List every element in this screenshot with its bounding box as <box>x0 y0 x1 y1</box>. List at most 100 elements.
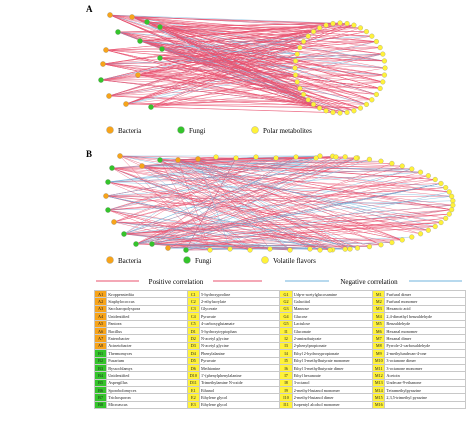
node-name: Ethanol <box>198 386 281 395</box>
panel-b-positive-edge <box>111 167 442 223</box>
panel-a-positive-edge <box>159 26 377 42</box>
node-name: 2,3,5-trimethyl pyrazine <box>384 393 466 402</box>
panel-b-metabolite-node <box>267 246 273 252</box>
panel-b-positive-edge <box>123 175 429 235</box>
panel-b-positive-edge <box>185 244 381 251</box>
panel-b-metabolite-node <box>438 180 444 187</box>
node-code: C5 <box>186 319 200 328</box>
panel-a-microbe-node <box>137 38 143 44</box>
panel-b-microbe-node <box>105 179 111 185</box>
panel-a-metabolite-node <box>301 38 307 45</box>
node-code: A5 <box>93 319 108 328</box>
node-name: Trichosporon <box>106 393 188 402</box>
node-name: N-acetyl glycine <box>198 341 281 351</box>
panel-a-metabolite-node <box>344 21 350 27</box>
panel-b-negative-edge <box>107 155 333 183</box>
panel-a-metabolite-node <box>351 108 357 114</box>
panel-a-metabolite-node <box>293 58 299 64</box>
panel-a-positive-edge <box>137 74 354 112</box>
node-name: Byssochlamys <box>106 363 188 373</box>
panel-a-positive-edge <box>100 79 309 101</box>
panel-a-positive-edge <box>105 49 361 109</box>
node-name: Furfural dimer <box>384 289 466 299</box>
panel-a-metabolite-node <box>294 51 300 57</box>
node-code: D10 <box>186 371 200 380</box>
panel-a-negative-edge <box>161 48 367 105</box>
node-code: A7 <box>93 334 108 343</box>
panel-b-metabolite-node <box>449 207 455 213</box>
panel-a-metabolite-node <box>337 20 343 26</box>
node-name: Phenylalanine <box>198 349 281 358</box>
panel-b-positive-edge <box>107 157 277 211</box>
panel-a-metabolite-node <box>373 38 379 45</box>
panel-a-positive-edge <box>109 14 309 37</box>
panel-a-positive-edge <box>102 63 367 105</box>
panel-a-positive-edge <box>139 22 341 42</box>
node-name: Ethylene glycol <box>198 400 281 410</box>
panel-a-positive-edge <box>117 31 385 62</box>
node-code: M9 <box>372 349 386 358</box>
panel-a-positive-edge <box>159 57 296 76</box>
panel-b-metabolite-node <box>425 173 431 179</box>
panel-b-negative-edge <box>177 159 358 249</box>
panel-a-positive-edge <box>125 74 385 105</box>
panel-a-microbe-node <box>157 55 163 61</box>
panel-b-positive-edge <box>107 181 392 243</box>
node-name: Staphylococcus <box>106 297 188 306</box>
panel-a-metabolite-node <box>382 65 388 71</box>
node-code: M6 <box>372 326 386 336</box>
panel-a-microbe-node <box>157 24 163 30</box>
panel-a-metabolite-node <box>377 45 383 51</box>
node-code: I9 <box>279 386 293 395</box>
node-name: 2,4-dimethyl benzaldehyde <box>384 312 466 321</box>
panel-b-metabolite-node <box>378 158 384 164</box>
panel-b-positive-edge <box>123 233 403 241</box>
panel-b-positive-edge <box>113 221 429 231</box>
node-name: 3-octanol <box>291 378 374 388</box>
node-name: Furfural monomer <box>384 297 466 306</box>
panel-a-negative-edge <box>159 26 304 95</box>
panel-b-metabolite-node <box>399 163 405 169</box>
panel-a-metabolite-node <box>377 85 383 91</box>
panel-a-positive-edge <box>146 21 372 37</box>
panel-b-metabolite-node <box>449 193 455 199</box>
panel-b-metabolite-node <box>366 156 372 162</box>
panel-b-positive-edge <box>123 222 441 235</box>
panel-a-positive-edge <box>159 26 377 95</box>
node-code: M12 <box>372 371 386 380</box>
node-code: A8 <box>93 341 108 351</box>
node-code: C3 <box>186 304 200 314</box>
panel-a-metabolite-node <box>317 25 323 31</box>
positive-label-bg <box>139 276 213 285</box>
node-name: Pyruvate <box>198 356 281 365</box>
panel-b-negative-edge <box>107 168 412 183</box>
panel-b-negative-edge <box>123 157 358 235</box>
node-code: M15 <box>372 393 386 402</box>
fungi-legend-label: Fungi <box>189 127 205 135</box>
panel-b-positive-edge <box>151 222 441 245</box>
panel-b-positive-edge <box>141 165 358 249</box>
node-code: G1 <box>279 289 293 299</box>
panel-b-negative-edge <box>159 159 436 227</box>
panel-b-metabolite-node <box>417 169 424 175</box>
panel-b-metabolite-node <box>432 176 438 183</box>
panel-a-positive-edge <box>108 60 296 97</box>
panel-b-microbe-node <box>109 165 115 171</box>
panel-a-positive-edge <box>139 40 385 76</box>
node-code: M16 <box>372 400 386 410</box>
panel-b-metabolite-node <box>450 202 456 208</box>
node-name: Kroppenstedtia <box>106 289 188 299</box>
panel-a-metabolite-node <box>305 97 311 103</box>
panel-a-microbe-node <box>129 14 135 20</box>
panel-a-positive-edge <box>159 57 381 89</box>
panel-b-legend: Bacteria Fungi Volatile flavors <box>106 256 316 265</box>
node-name: Bacillus <box>106 326 188 336</box>
node-code: B2 <box>93 356 108 365</box>
panel-b-metabolite-node <box>347 246 353 252</box>
panel-b-metabolite-node <box>293 154 299 160</box>
panel-a-label: A <box>86 4 93 14</box>
panel-b-metabolite-node <box>307 246 313 252</box>
panel-a-positive-edge <box>159 26 309 101</box>
